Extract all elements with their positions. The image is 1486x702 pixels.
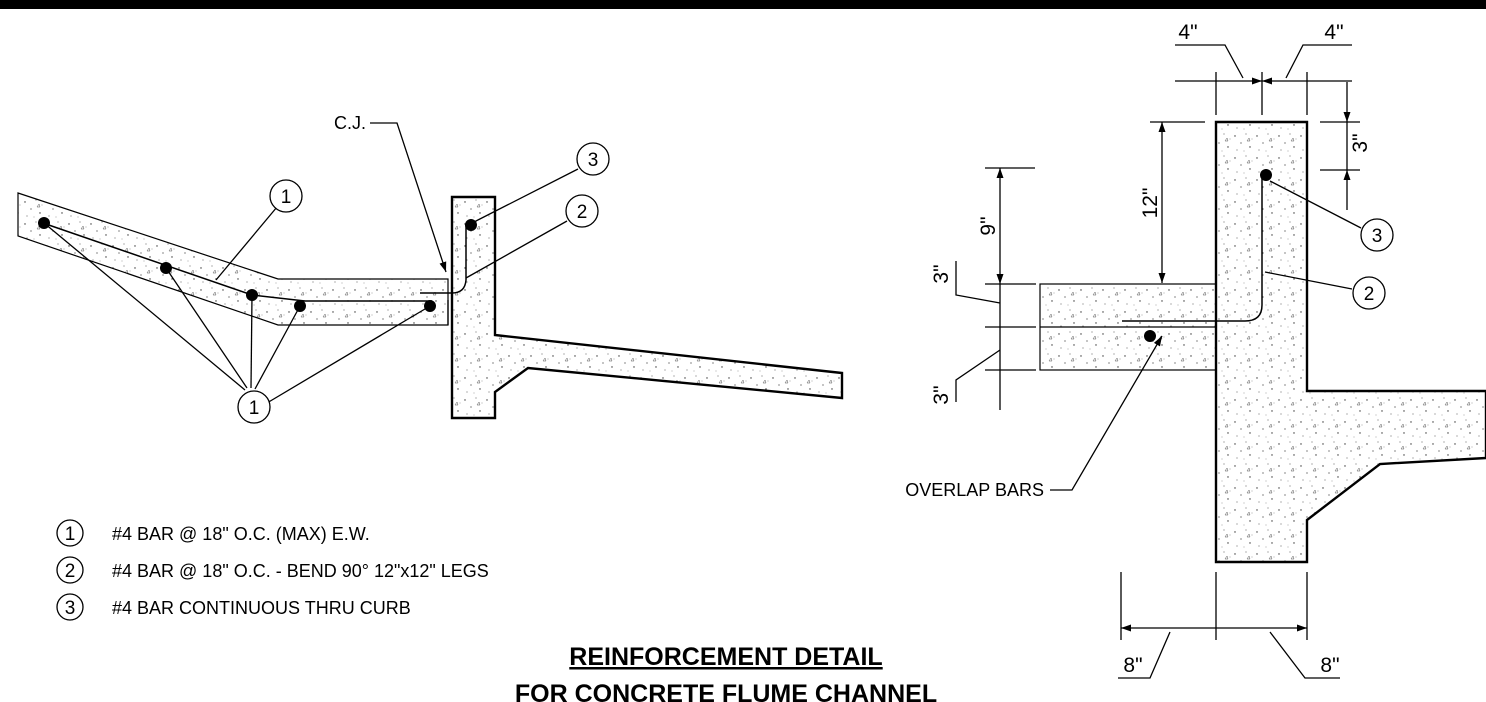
- callout-bubble-3: [1360, 218, 1394, 252]
- legend-num-3: 3: [65, 598, 76, 619]
- dim-curb-top-cover: 3": [1349, 133, 1372, 152]
- legend-text-1: #4 BAR @ 18" O.C. (MAX) E.W.: [112, 524, 370, 544]
- legend-bubble-3: [56, 593, 84, 621]
- callout-bubble-1-label: 1: [249, 398, 260, 419]
- callout-bubble-3-label: 3: [588, 150, 599, 171]
- construction-joint-label: C.J.: [334, 113, 366, 133]
- curb-and-floor-slab: [450, 195, 844, 420]
- dim-top-left: 4": [1178, 21, 1197, 44]
- rebar-2-bent-bar: [1122, 174, 1263, 322]
- rebar-2-bent-bar: [420, 224, 467, 294]
- callout-bubble-1-label: 1: [281, 187, 292, 208]
- legend-num-1: 1: [65, 524, 76, 545]
- drawing-border-top: [0, 0, 1486, 9]
- callout-bubble-2-label: 2: [1364, 284, 1375, 305]
- rebar-3-dot: [1260, 169, 1272, 181]
- callout-bubble-2: [1352, 276, 1386, 310]
- overlap-bars-label: OVERLAP BARS: [905, 480, 1044, 500]
- detail-title-line-2: FOR CONCRETE FLUME CHANNEL: [515, 680, 937, 702]
- curb-and-floor-slab-detail: [1214, 120, 1486, 564]
- right-section: 4" 4" 3" 12" 9" 3" 3" 8" 8": [905, 21, 1486, 679]
- legend-bubble-1: [56, 519, 84, 547]
- legend-bubble-2: [56, 556, 84, 584]
- dim-bottom-right: 8": [1320, 654, 1339, 677]
- callout-bubble-3-label: 3: [1372, 226, 1383, 247]
- dim-leg-height: 12": [1139, 188, 1162, 219]
- dim-top-right: 4": [1324, 21, 1343, 44]
- dim-bottom-left: 8": [1123, 654, 1142, 677]
- callout-bubble-2: [565, 194, 599, 228]
- legend-text-3: #4 BAR CONTINUOUS THRU CURB: [112, 598, 411, 618]
- legend-text-2: #4 BAR @ 18" O.C. - BEND 90° 12"x12" LEG…: [112, 561, 489, 581]
- callout-bubble-1: [237, 390, 271, 424]
- legend: 1 #4 BAR @ 18" O.C. (MAX) E.W. 2 #4 BAR …: [56, 519, 489, 621]
- detail-title-line-1: REINFORCEMENT DETAIL: [569, 643, 882, 671]
- legend-num-2: 2: [65, 561, 76, 582]
- rebar-1-upper: [39, 221, 432, 302]
- callout-bubble-3: [576, 142, 610, 176]
- dim-rebar-depth: 9": [977, 216, 1000, 235]
- dim-slab-lower-half: 3": [930, 385, 953, 404]
- callout-bubble-1: [269, 179, 303, 213]
- dim-slab-upper-half: 3": [930, 264, 953, 283]
- callout-bubble-2-label: 2: [577, 202, 588, 223]
- left-section: 1 1 3 2 C.J.: [17, 113, 844, 424]
- overlap-bar-dot: [1144, 330, 1156, 342]
